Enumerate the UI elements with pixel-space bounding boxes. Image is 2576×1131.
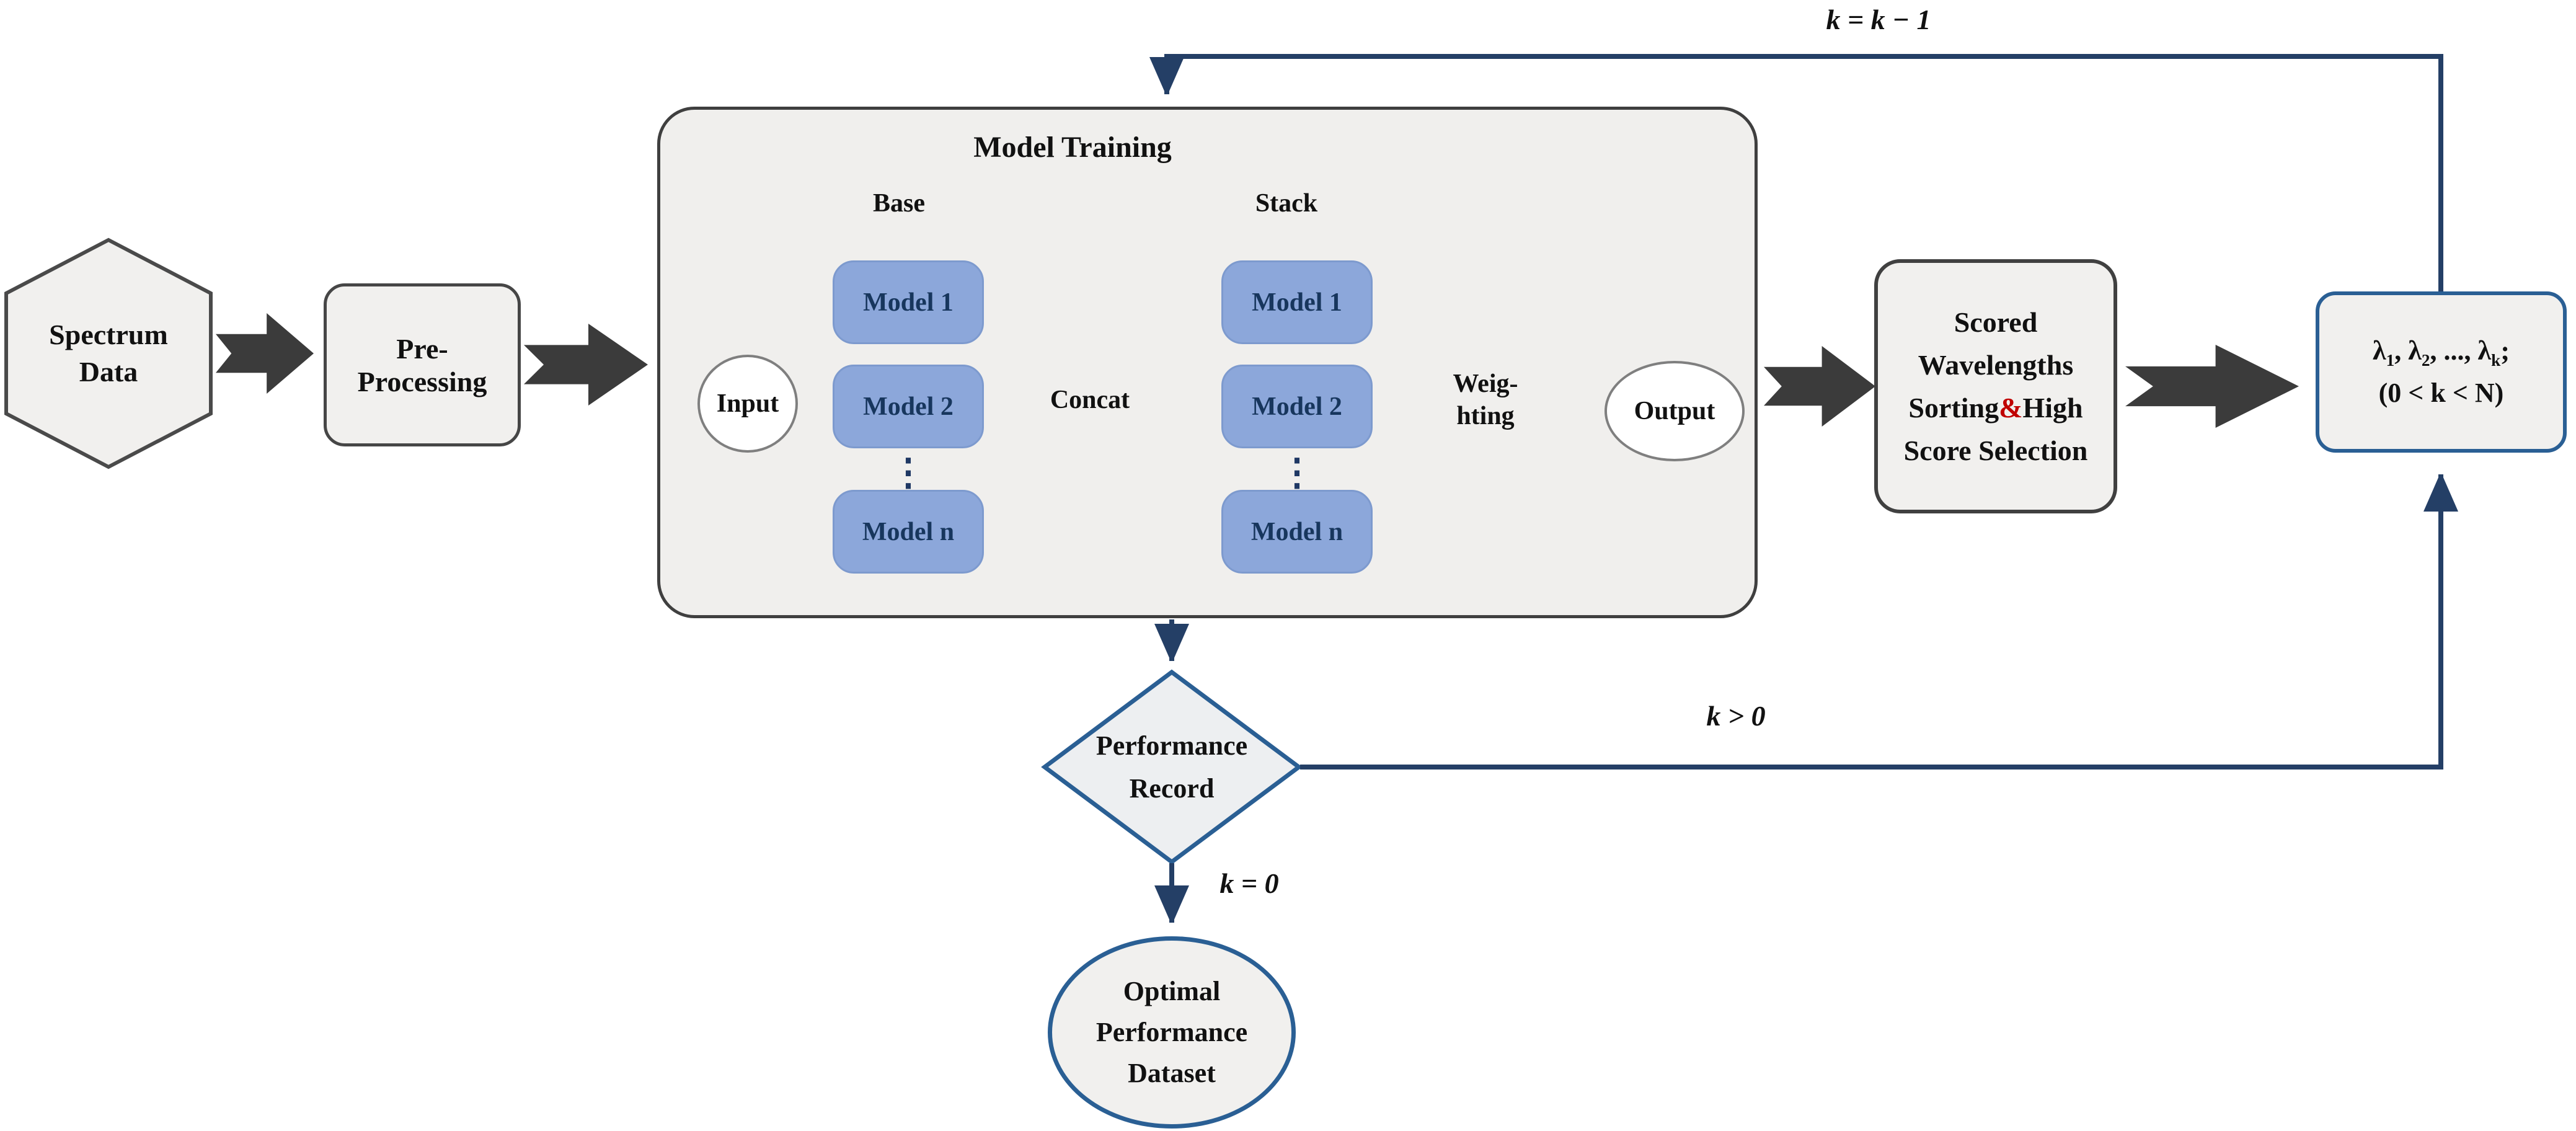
k-positive-line: [1300, 474, 2441, 770]
performance-record-label: Performance Record: [1048, 707, 1296, 828]
optimal-line3: Dataset: [1128, 1058, 1216, 1088]
k-positive-text: k > 0: [1706, 700, 1766, 732]
scored-line3: Sorting&High: [1908, 386, 2082, 429]
base-model-1: Model 1: [833, 260, 984, 344]
optimal-line1: Optimal: [1123, 976, 1221, 1006]
concat-label: Concat: [1019, 381, 1161, 419]
weighting-label: Weig- hting: [1411, 344, 1560, 456]
scored-line1: Scored: [1954, 306, 2038, 338]
input-node: Input: [697, 355, 798, 453]
stack-ellipsis-glyph: ⋮: [1278, 452, 1316, 493]
concat-label-text: Concat: [1050, 385, 1130, 414]
base-label-text: Base: [873, 188, 925, 218]
spectrum-data-label-line2: Data: [79, 356, 138, 388]
optimal-line2: Performance: [1095, 1017, 1248, 1047]
output-node: Output: [1604, 361, 1745, 461]
lambda-line1: λ1, λ2, ..., λk;: [2373, 331, 2510, 373]
base-model-2-label: Model 2: [863, 392, 954, 421]
weighting-label-line2: hting: [1456, 402, 1515, 430]
loop-k-minus-1-line: [1167, 54, 2443, 291]
output-label-text: Output: [1634, 397, 1715, 425]
stack-models-ellipsis: ⋮: [1275, 454, 1319, 491]
performance-record-line2: Record: [1129, 773, 1215, 804]
stack-model-2: Model 2: [1221, 365, 1373, 448]
spectrum-data-node: Spectrum Data: [9, 307, 208, 400]
model-training-title: Model Training: [887, 129, 1259, 166]
scored-line3-pre: Sorting: [1908, 392, 1999, 424]
lambda-k-sub: k: [2491, 351, 2501, 370]
stack-model-2-label: Model 2: [1252, 392, 1342, 421]
stack-model-n: Model n: [1221, 490, 1373, 574]
lambda-2-sub: 2: [2421, 351, 2430, 370]
input-label-text: Input: [716, 389, 779, 418]
optimal-dataset-node: Optimal Performance Dataset: [1048, 936, 1296, 1129]
lambda-1: λ: [2373, 335, 2386, 366]
base-column-label: Base: [837, 186, 961, 221]
scored-selection-node: Scored Wavelengths Sorting&High Score Se…: [1874, 259, 2117, 513]
base-models-ellipsis: ⋮: [887, 454, 930, 491]
performance-record-diamond: [1041, 669, 1303, 865]
weighting-label-line1: Weig-: [1453, 369, 1518, 398]
pre-processing-label-line2: Processing: [357, 365, 487, 397]
lambda-2: , λ: [2394, 335, 2422, 366]
lambda-k: , ..., λ: [2430, 335, 2492, 366]
branch-label-k-positive: k > 0: [1668, 699, 1804, 732]
base-model-2: Model 2: [833, 365, 984, 448]
model-training-title-text: Model Training: [973, 130, 1172, 164]
scored-line3-ampersand: &: [1999, 392, 2023, 424]
scored-line4: Score Selection: [1903, 435, 2088, 466]
lambda-end: ;: [2500, 335, 2510, 366]
k-zero-text: k = 0: [1219, 867, 1279, 899]
spectrum-data-label-line1: Spectrum: [49, 319, 168, 351]
pre-processing-node: Pre- Processing: [324, 283, 521, 446]
spectrum-data-hexagon: [4, 237, 213, 469]
lambda-1-sub: 1: [2386, 351, 2395, 370]
pre-processing-label-line1: Pre-: [396, 332, 448, 365]
loop-label-text: k = k − 1: [1826, 4, 1931, 35]
stack-model-n-label: Model n: [1250, 517, 1343, 546]
loop-label-k-minus-1: k = k − 1: [1755, 3, 2003, 36]
lambda-selection-node: λ1, λ2, ..., λk; (0 < k < N): [2316, 291, 2567, 453]
performance-record-line1: Performance: [1095, 730, 1248, 761]
model-training-container: [657, 107, 1758, 618]
base-model-n-label: Model n: [862, 517, 955, 546]
scored-line3-post: High: [2022, 392, 2083, 424]
base-model-n: Model n: [833, 490, 984, 574]
scored-line2: Wavelengths: [1918, 349, 2074, 381]
stack-model-1: Model 1: [1221, 260, 1373, 344]
stack-label-text: Stack: [1255, 188, 1318, 218]
base-model-1-label: Model 1: [863, 288, 954, 317]
lambda-line2: (0 < k < N): [2378, 377, 2504, 408]
stack-column-label: Stack: [1224, 186, 1348, 221]
base-ellipsis-glyph: ⋮: [890, 452, 927, 493]
stack-model-1-label: Model 1: [1252, 288, 1342, 317]
branch-label-k-zero: k = 0: [1181, 867, 1317, 900]
